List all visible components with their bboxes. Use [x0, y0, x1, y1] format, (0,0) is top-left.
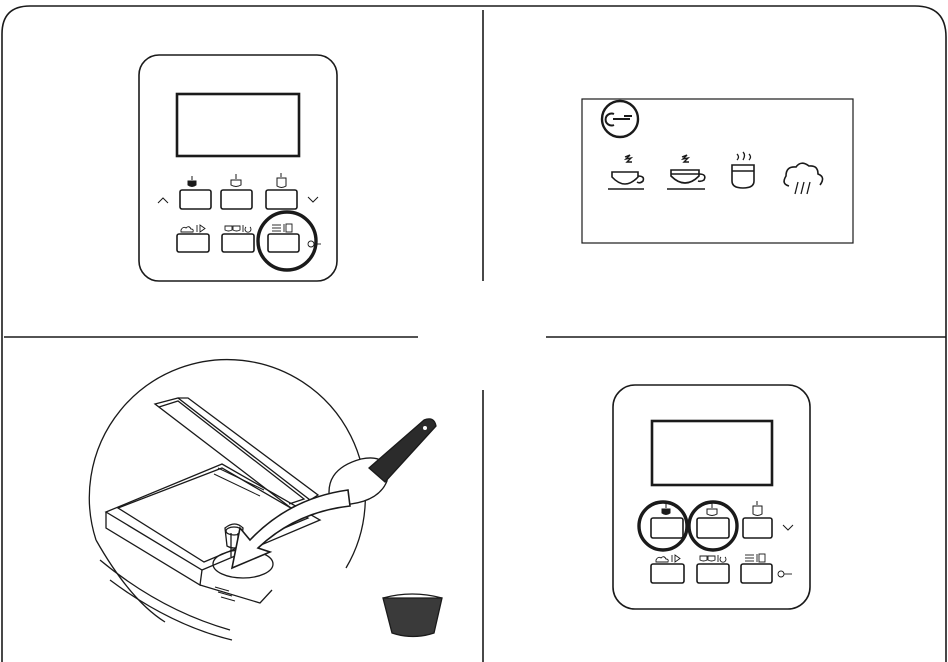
- steam-play-icon: [180, 224, 206, 233]
- double-cup-button[interactable]: [221, 225, 255, 253]
- panel-3-ground-coffee-funnel: [88, 358, 443, 641]
- mug-button[interactable]: [265, 173, 298, 210]
- coffee-button[interactable]: [696, 503, 730, 539]
- highlight-circle-espresso: [637, 500, 689, 552]
- menu-power-button[interactable]: [267, 223, 300, 253]
- panel-2-display: [581, 98, 854, 244]
- display-screen-zoom: [581, 98, 854, 244]
- espresso-cup-icon: [187, 176, 197, 187]
- coffee-cup-icon: [667, 154, 706, 190]
- highlight-circle-scoop: [600, 99, 640, 139]
- menu-power-icon: [745, 553, 766, 563]
- highlight-circle-coffee: [687, 500, 739, 552]
- mug-icon: [276, 173, 287, 188]
- panel-4-control-panel: [612, 384, 811, 610]
- ground-coffee-bowl-icon: [382, 593, 443, 638]
- display-screen: [175, 92, 301, 158]
- chevron-down-icon[interactable]: [307, 196, 319, 203]
- espresso-button[interactable]: [179, 176, 212, 210]
- display-screen: [650, 419, 774, 487]
- steam-play-button[interactable]: [650, 554, 685, 584]
- control-panel-body: [138, 54, 338, 282]
- coffee-cup-icon: [706, 503, 718, 516]
- chevron-down-icon[interactable]: [782, 524, 794, 531]
- chevron-up-icon[interactable]: [157, 197, 169, 204]
- espresso-button[interactable]: [650, 504, 684, 539]
- mug-icon: [752, 501, 763, 516]
- tall-cup-icon: [731, 151, 755, 189]
- figure-frame: [1, 5, 947, 662]
- menu-power-button[interactable]: [740, 553, 773, 584]
- panel-1-control-panel: [138, 54, 338, 282]
- double-cup-button[interactable]: [696, 555, 730, 584]
- open-lid: [153, 397, 320, 509]
- double-cup-icon: [224, 225, 252, 233]
- ground-coffee-scoop-icon: [604, 112, 632, 127]
- control-panel-body: [612, 384, 811, 610]
- coffee-button[interactable]: [220, 174, 253, 210]
- double-cup-icon: [699, 555, 727, 563]
- espresso-cup-icon: [661, 504, 671, 515]
- coffee-cup-icon: [230, 174, 242, 187]
- ground-coffee-scoop-icon: [777, 570, 792, 578]
- magnifier-circle: [88, 358, 366, 569]
- espresso-cup-icon: [608, 154, 645, 190]
- steam-play-icon: [655, 554, 681, 563]
- menu-power-icon: [272, 223, 293, 233]
- pour-arrow: [230, 489, 351, 570]
- mug-button[interactable]: [742, 501, 773, 539]
- machine-top: [99, 463, 322, 641]
- highlight-circle-menu: [256, 210, 318, 272]
- steam-icon: [783, 162, 824, 195]
- steam-play-button[interactable]: [176, 224, 210, 253]
